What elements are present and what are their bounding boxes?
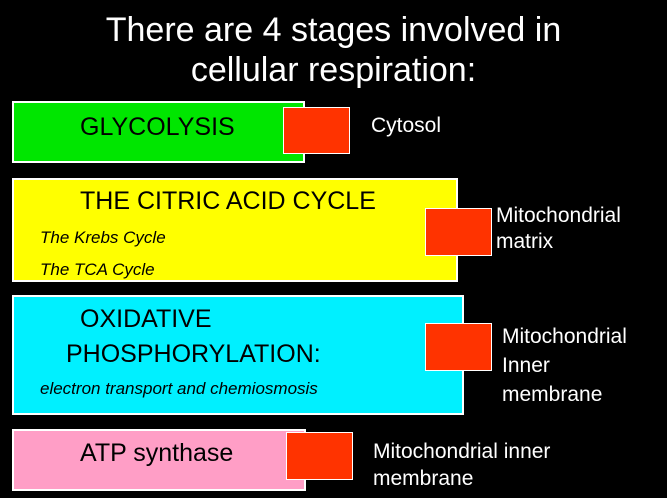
location-glycolysis: Cytosol — [371, 113, 441, 139]
location-citric-line-2: matrix — [496, 230, 554, 253]
stage-sub-electron-transport: electron transport and chemiosmosis — [40, 379, 318, 398]
slide-title: There are 4 stages involved in cellular … — [0, 10, 667, 90]
marker-oxidative-phosphorylation — [425, 323, 492, 371]
stage-heading-atp-synthase: ATP synthase — [80, 439, 234, 467]
stage-box-atp-synthase: ATP synthase — [12, 429, 306, 491]
stage-sub-krebs-cycle: The Krebs Cycle — [40, 228, 166, 247]
stage-heading-citric-acid-cycle: THE CITRIC ACID CYCLE — [80, 187, 376, 215]
location-oxidative-line-3: membrane — [502, 383, 603, 406]
stage-box-oxidative-phosphorylation: OXIDATIVE PHOSPHORYLATION: electron tran… — [12, 295, 464, 415]
location-oxidative-phosphorylation: Mitochondrial Inner membrane — [502, 322, 627, 409]
location-oxidative-line-2: Inner — [502, 354, 550, 377]
stage-heading-glycolysis: GLYCOLYSIS — [80, 113, 235, 141]
location-glycolysis-line-1: Cytosol — [371, 114, 442, 137]
location-atp-line-1: Mitochondrial inner — [373, 440, 551, 463]
stage-heading-phosphorylation: PHOSPHORYLATION: — [66, 340, 321, 368]
marker-atp-synthase — [286, 432, 353, 480]
marker-glycolysis — [283, 107, 350, 154]
stage-box-citric-acid-cycle: THE CITRIC ACID CYCLE The Krebs Cycle Th… — [12, 178, 458, 282]
location-atp-line-2: membrane — [373, 467, 474, 490]
stage-box-glycolysis: GLYCOLYSIS — [12, 101, 305, 163]
title-line-2: cellular respiration: — [190, 51, 477, 89]
stage-sub-tca-cycle: The TCA Cycle — [40, 260, 155, 279]
location-oxidative-line-1: Mitochondrial — [502, 325, 627, 348]
location-atp-synthase: Mitochondrial inner membrane — [373, 438, 550, 492]
location-citric-line-1: Mitochondrial — [496, 204, 621, 227]
title-line-1: There are 4 stages involved in — [105, 11, 562, 49]
stage-heading-oxidative: OXIDATIVE — [80, 305, 212, 333]
location-citric-acid-cycle: Mitochondrial matrix — [496, 203, 621, 255]
marker-citric-acid-cycle — [425, 208, 492, 256]
